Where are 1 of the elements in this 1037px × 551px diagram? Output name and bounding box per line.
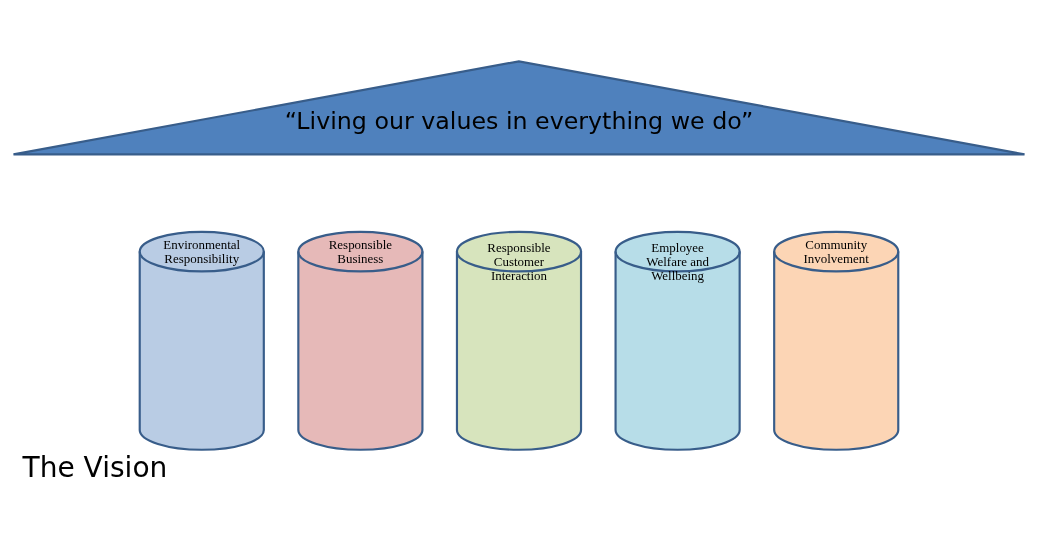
caption: The Vision (22, 450, 167, 484)
